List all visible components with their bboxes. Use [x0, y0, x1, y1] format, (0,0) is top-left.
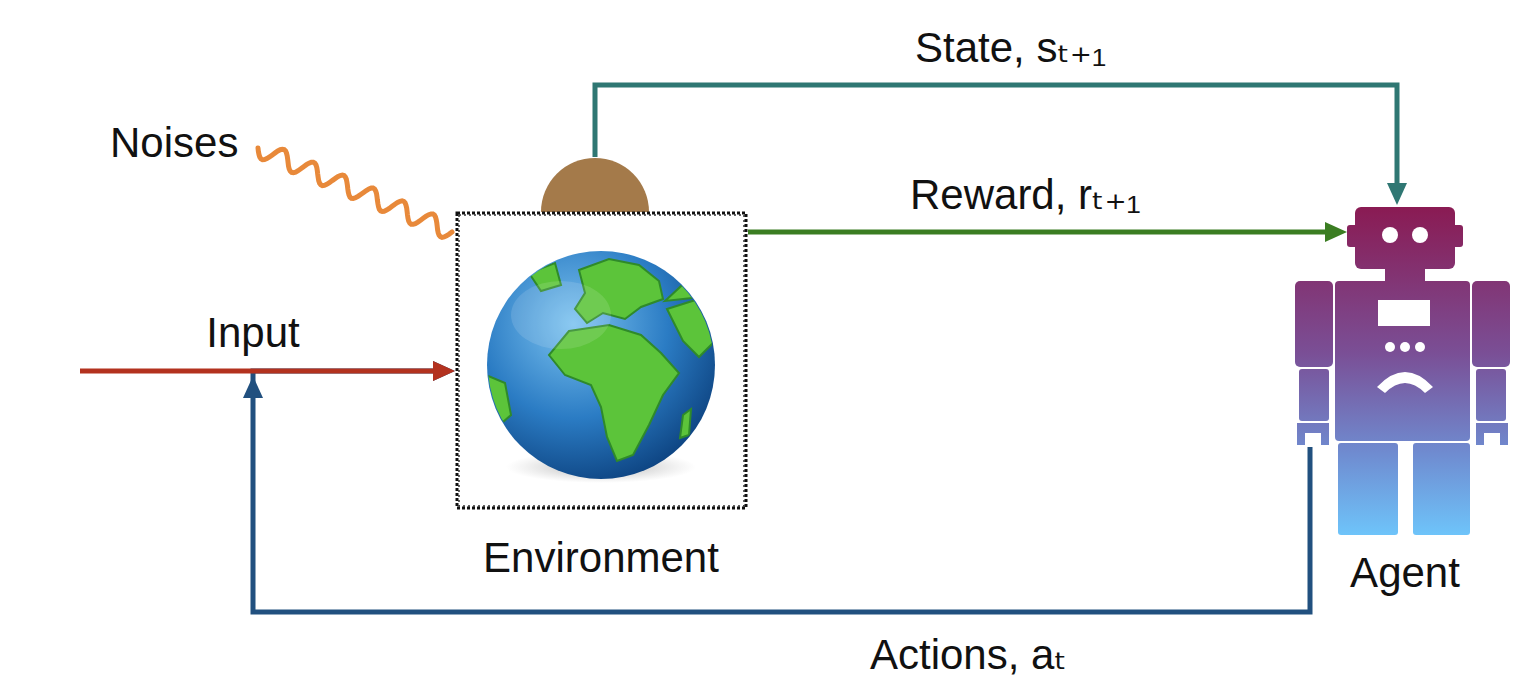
arrowhead	[1387, 183, 1407, 205]
input-line	[80, 369, 437, 374]
connector-line	[748, 230, 1329, 235]
flow-arrow	[748, 222, 1347, 242]
environment-frame-sketch	[459, 215, 744, 506]
edge-label: Reward, rₜ₊₁	[910, 171, 1141, 219]
robot-face	[1377, 227, 1433, 393]
globe-highlight	[511, 281, 611, 349]
arrowhead	[433, 361, 455, 381]
node-label: Agent	[1350, 549, 1460, 597]
environment-illustration	[455, 157, 748, 510]
robot-body	[1295, 207, 1510, 535]
noise-wave	[258, 148, 452, 237]
arrowhead	[243, 376, 263, 398]
input-arrow	[80, 361, 455, 381]
agent-robot: Agent	[1293, 205, 1512, 535]
environment-box: Environment	[455, 157, 748, 510]
arrowhead	[1325, 222, 1347, 242]
globe-land	[481, 259, 721, 461]
noise-label: Noises	[110, 119, 238, 167]
environment-frame	[457, 213, 746, 508]
flow-arrow	[243, 361, 1310, 612]
sensor-dome	[541, 158, 649, 212]
input-arrowhead	[433, 361, 455, 381]
edge-label: State, sₜ₊₁	[915, 24, 1106, 72]
robot-illustration	[1293, 205, 1512, 535]
globe	[481, 251, 721, 479]
input-label: Input	[206, 309, 299, 357]
edge-label: Actions, aₜ	[870, 631, 1067, 679]
node-label: Environment	[483, 534, 719, 582]
connector-line	[253, 371, 1310, 612]
